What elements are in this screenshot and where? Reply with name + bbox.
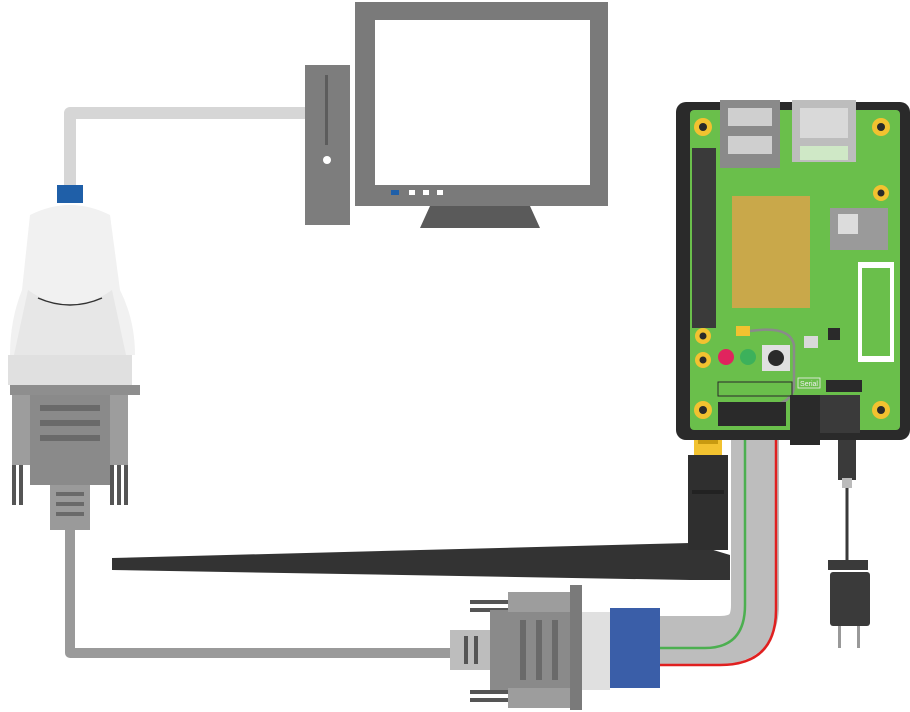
usb-serial-adapter	[8, 185, 140, 530]
usb-cable	[64, 107, 305, 190]
pc-tower	[305, 65, 350, 225]
serial-cable	[65, 530, 455, 658]
power-adapter	[828, 425, 870, 648]
ribbon-cable	[655, 425, 779, 667]
antenna	[112, 425, 730, 580]
pcb-board: Serial	[676, 100, 910, 445]
db9-connector	[450, 585, 660, 710]
monitor	[355, 2, 608, 228]
serial-label: Serial	[800, 381, 818, 388]
